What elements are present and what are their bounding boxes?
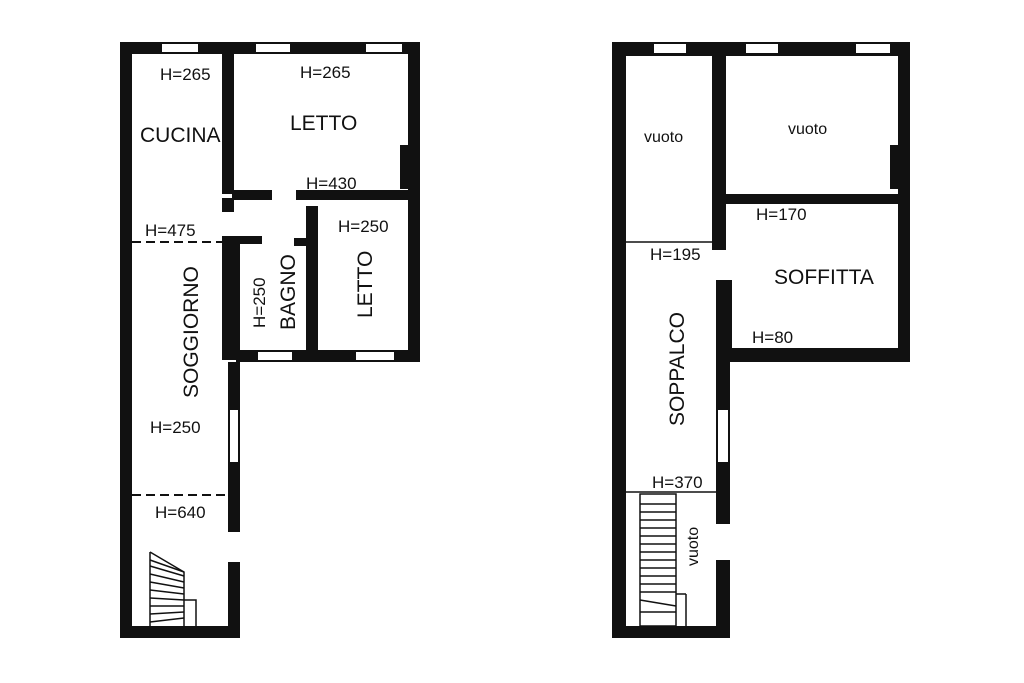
staircase xyxy=(149,551,197,626)
wall xyxy=(296,190,408,200)
wall xyxy=(898,42,910,362)
window xyxy=(356,352,394,360)
wall xyxy=(232,190,272,200)
room-label-bagno: BAGNO xyxy=(277,254,300,330)
window xyxy=(256,44,290,52)
upper-floor-labels: vuoto vuoto H=170 H=195 SOFFITTA H=80 SO… xyxy=(644,121,874,566)
height-soppalco-bottom: H=370 xyxy=(652,473,703,492)
room-label-letto-top: LETTO xyxy=(290,112,357,135)
wall xyxy=(222,54,234,194)
wall xyxy=(890,145,900,189)
room-label-soppalco: SOPPALCO xyxy=(666,312,689,426)
ground-floor-plan xyxy=(120,42,420,638)
height-corridor: H=475 xyxy=(145,221,196,240)
height-letto-right: H=250 xyxy=(338,217,389,236)
wall xyxy=(240,236,262,244)
window xyxy=(746,44,778,53)
window xyxy=(230,410,238,462)
wall xyxy=(120,42,132,638)
room-label-soggiorno: SOGGIORNO xyxy=(180,266,203,398)
wall xyxy=(612,626,730,638)
wall xyxy=(408,42,420,362)
wall xyxy=(726,194,900,204)
height-letto-bottom: H=430 xyxy=(306,174,357,193)
room-label-cucina: CUCINA xyxy=(140,124,221,147)
window xyxy=(162,44,198,52)
window xyxy=(856,44,890,53)
height-soffitta-top: H=170 xyxy=(756,205,807,224)
room-label-vuoto-left: vuoto xyxy=(644,129,683,146)
window xyxy=(258,352,292,360)
room-label-soffitta: SOFFITTA xyxy=(774,266,874,289)
height-entrance: H=640 xyxy=(155,503,206,522)
ground-floor-labels: H=265 H=265 CUCINA LETTO H=430 H=475 H=2… xyxy=(140,63,389,522)
staircase xyxy=(639,493,687,627)
wall xyxy=(222,198,234,212)
ground-floor-lines xyxy=(132,241,228,626)
height-soggiorno: H=250 xyxy=(150,418,201,437)
wall xyxy=(228,562,240,638)
room-label-vuoto-right: vuoto xyxy=(788,121,827,138)
upper-floor-lines xyxy=(626,241,716,627)
wall xyxy=(294,238,312,246)
window xyxy=(366,44,402,52)
wall xyxy=(120,626,240,638)
upper-floor-plan xyxy=(612,42,910,638)
wall xyxy=(306,206,318,356)
height-cucina: H=265 xyxy=(160,65,211,84)
wall xyxy=(712,54,726,250)
wall xyxy=(612,42,626,638)
height-letto-top: H=265 xyxy=(300,63,351,82)
window xyxy=(654,44,686,53)
wall xyxy=(716,280,732,360)
wall xyxy=(222,236,240,360)
window xyxy=(718,410,728,462)
room-label-letto-right: LETTO xyxy=(354,251,377,318)
height-bagno: H=250 xyxy=(250,277,269,328)
height-soppalco-top: H=195 xyxy=(650,245,701,264)
wall xyxy=(716,560,730,638)
wall xyxy=(730,348,910,362)
wall xyxy=(400,145,410,189)
room-label-vuoto-stairs: vuoto xyxy=(685,527,702,566)
height-soffitta-bottom: H=80 xyxy=(752,328,793,347)
